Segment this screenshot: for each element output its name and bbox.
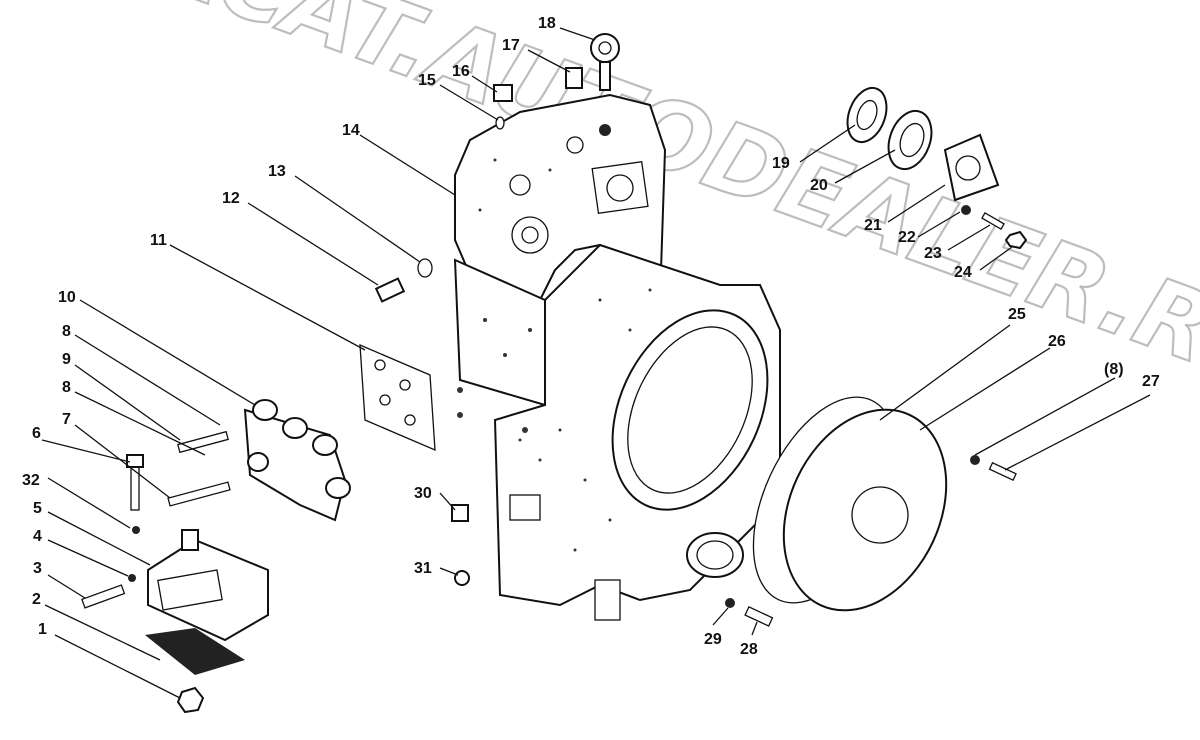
callout-labels: 1 2 3 4 5 6 7 8 9 8 10 11 12 13 14 15 16… bbox=[22, 15, 1160, 658]
plug-16 bbox=[493, 84, 513, 102]
washer-13 bbox=[417, 258, 433, 278]
callout-18: 18 bbox=[538, 15, 556, 32]
callout-31: 31 bbox=[414, 560, 432, 577]
washer-4 bbox=[128, 574, 136, 582]
callout-29: 29 bbox=[704, 631, 722, 648]
callout-21: 21 bbox=[864, 217, 882, 234]
callout-17: 17 bbox=[502, 37, 520, 54]
callout-8: 8 bbox=[62, 323, 71, 340]
shim-2 bbox=[145, 628, 245, 675]
callout-26: 26 bbox=[1048, 333, 1066, 350]
callout-9: 9 bbox=[62, 351, 71, 368]
callout-23: 23 bbox=[924, 245, 942, 262]
washer-22 bbox=[961, 205, 971, 215]
callout-2: 2 bbox=[32, 591, 41, 608]
callout-3: 3 bbox=[33, 560, 42, 577]
bolt-3 bbox=[81, 584, 126, 609]
plug-30 bbox=[451, 504, 469, 522]
bolt-23 bbox=[981, 212, 1005, 230]
bearing-19 bbox=[846, 86, 888, 144]
callout-30: 30 bbox=[414, 485, 432, 502]
front-cover-26 bbox=[782, 408, 948, 612]
cover-plate-21 bbox=[943, 133, 1000, 202]
washer-8b bbox=[970, 455, 980, 465]
control-valve-10 bbox=[243, 399, 351, 522]
callout-1: 1 bbox=[38, 621, 47, 638]
callout-14: 14 bbox=[342, 122, 360, 139]
callout-32: 32 bbox=[22, 472, 40, 489]
callout-12: 12 bbox=[222, 190, 240, 207]
callout-13: 13 bbox=[268, 163, 286, 180]
callout-8-second: 8 bbox=[62, 379, 71, 396]
gasket-11 bbox=[359, 343, 436, 452]
bearing-20 bbox=[887, 109, 933, 171]
callout-10: 10 bbox=[58, 289, 76, 306]
callout-28: 28 bbox=[740, 641, 758, 658]
bolt-9 bbox=[177, 430, 229, 454]
callout-20: 20 bbox=[810, 177, 828, 194]
bolt-28 bbox=[744, 606, 774, 627]
callout-22: 22 bbox=[898, 229, 916, 246]
callout-25: 25 bbox=[1008, 306, 1026, 323]
bolt-6 bbox=[126, 454, 144, 511]
callout-27: 27 bbox=[1142, 373, 1160, 390]
washer-29 bbox=[725, 598, 735, 608]
transmission-housing bbox=[453, 93, 781, 621]
callout-16: 16 bbox=[452, 63, 470, 80]
callout-6: 6 bbox=[32, 425, 41, 442]
plug-17 bbox=[565, 67, 583, 89]
bolt-31 bbox=[454, 570, 470, 586]
callout-7: 7 bbox=[62, 411, 71, 428]
washer-32 bbox=[132, 526, 140, 534]
mount-bracket-5 bbox=[147, 529, 269, 642]
callout-11: 11 bbox=[150, 232, 167, 249]
callout-15: 15 bbox=[418, 72, 436, 89]
callout-8-paren: (8) bbox=[1104, 361, 1124, 378]
fitting-12 bbox=[374, 277, 406, 303]
callout-19: 19 bbox=[772, 155, 790, 172]
nut-1 bbox=[176, 686, 205, 714]
bolt-7 bbox=[167, 481, 231, 507]
leader-lines bbox=[41, 27, 1151, 699]
callout-4: 4 bbox=[33, 528, 42, 545]
callout-24: 24 bbox=[954, 264, 972, 281]
bolt-27 bbox=[988, 461, 1017, 481]
eye-bolt-18 bbox=[590, 33, 620, 91]
nut-24 bbox=[1004, 230, 1028, 250]
callout-5: 5 bbox=[33, 500, 42, 517]
